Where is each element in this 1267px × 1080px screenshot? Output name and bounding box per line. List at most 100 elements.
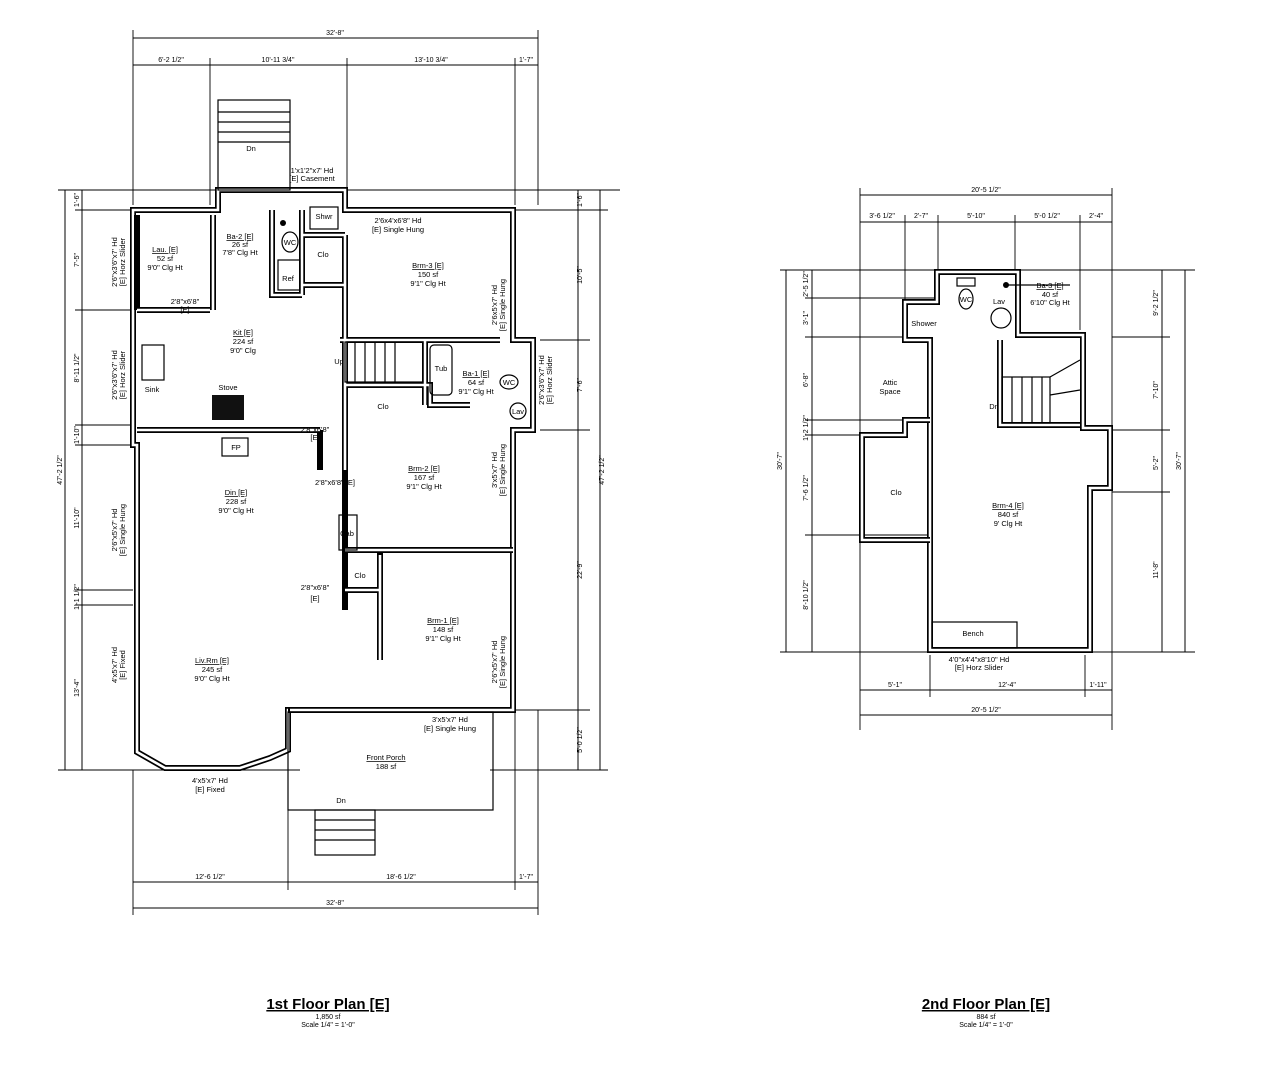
window-label: 4'x5'x7' Hd [110,647,119,683]
dim-top-seg: 3'-6 1/2" [869,213,895,220]
room-ceiling: 9'0" Clg [230,346,256,355]
dim-bottom-seg: 1'-7" [519,874,533,881]
dim-bottom-overall: 32'-8" [326,900,344,907]
dim-right-seg: 7'-6" [577,378,584,392]
window-label: [E] Horz Slider [118,237,127,286]
fixture-label: Tub [435,364,448,373]
toilet-tank [956,277,976,287]
room-name: Ba-3 [E] [1036,281,1063,290]
room-area: 840 sf [998,510,1019,519]
room-area: 224 sf [233,337,254,346]
dim-top-seg: 6'-2 1/2" [158,57,184,64]
floor-drain [280,220,286,226]
room-ceiling: 9'0" Clg Ht [218,506,254,515]
window-label: 3'x5'x7' Hd [432,715,468,724]
window-label: [E] Single Hung [498,444,507,496]
cabinet [338,514,358,551]
toilet [958,288,974,310]
room-area: 148 sf [433,625,454,634]
fixture-label: Clo [354,571,365,580]
dim-left-overall: 47'-2 1/2" [57,455,64,485]
dim-left-seg: 13'-4" [74,679,81,697]
dim-right-overall: 30'-7" [1176,452,1183,470]
dim-top-overall: 20'-5 1/2" [971,187,1001,194]
window-label: [E] Single Hung [118,504,127,556]
door-label: 2'8"x6'8" [301,425,330,434]
door-label: 2'8"x6'8" [E] [315,478,355,487]
dim-right-seg: 9'-2 1/2" [1153,290,1160,316]
fixture-label: Sink [145,385,160,394]
room-ceiling: 9'1" Clg Ht [410,279,446,288]
dim-right-seg: 1'-6" [577,193,584,207]
window-label: [E] Single Hung [424,724,476,733]
second-floor-area: 884 sf [976,1014,995,1021]
room-label: Attic [883,378,898,387]
dim-right-overall: 47'-2 1/2" [599,455,606,485]
second-floor-stair [1001,359,1081,424]
room-ceiling: 9'1" Clg Ht [406,482,442,491]
sink [141,344,165,381]
dim-top-seg: 2'-4" [1089,213,1103,220]
fixture-label: Lav [993,297,1005,306]
window-label: 2'6"x3'6"x7' Hd [537,355,546,405]
window-label: 2'6"x5'x7' Hd [110,509,119,552]
dim-left-overall: 30'-7" [777,452,784,470]
lavatory [509,402,527,420]
fixture-label: Clo [317,250,328,259]
window-label: 2'6x5'x7' Hd [490,285,499,325]
window-label: [E] Fixed [195,785,225,794]
room-area: 40 sf [1042,290,1059,299]
room-label: Clo [890,488,901,497]
window-label: [E] Single Hung [372,225,424,234]
rear-stair-outline [217,99,291,191]
dim-top-seg: 13'-10 3/4" [414,57,448,64]
room-area: 150 sf [418,270,439,279]
fixture-label: Shower [911,319,937,328]
room-name: Brm-4 [E] [992,501,1024,510]
room-name: Ba-1 [E] [462,369,489,378]
dim-right-seg: 7'-10" [1153,381,1160,399]
dim-top-overall: 32'-8" [326,30,344,37]
room-name: Brm-2 [E] [408,464,440,473]
room-ceiling: 7'8" Clg Ht [222,248,258,257]
refrigerator [277,259,301,291]
tub [429,344,453,396]
first-floor-scale: Scale 1/4" = 1'-0" [301,1022,355,1029]
stair-label: Dn [246,144,256,153]
dim-right-seg: 22'-9" [577,561,584,579]
fixture-label: Stove [218,383,237,392]
fixture-label: WC [960,295,973,304]
dim-top-seg: 5'-0 1/2" [1034,213,1060,220]
room-area: 26 sf [232,240,249,249]
fixture-label: Bench [962,629,983,638]
room-area: 64 sf [468,378,485,387]
shower-stall [309,206,339,230]
room-area: 188 sf [376,762,397,771]
dim-left-seg: 1'-10" [74,426,81,444]
fixture-label: FP [231,443,241,452]
second-floor-plan: 20'-5 1/2" 3'-6 1/2" 2'-7" 5'-10" 5'-0 1… [777,187,1195,730]
second-floor-dimensions: 20'-5 1/2" 3'-6 1/2" 2'-7" 5'-10" 5'-0 1… [777,187,1195,730]
stair-label: Dn [989,402,999,411]
stair-label: Dn [336,796,346,805]
dim-top-seg: 5'-10" [967,213,985,220]
plan-titles: 1st Floor Plan [E] 1,850 sf Scale 1/4" =… [266,996,1050,1029]
first-floor-area: 1,850 sf [316,1014,341,1021]
front-stair-treads [314,809,376,856]
window-label: 1'x1'2"x7' Hd [291,166,334,175]
interior-stair-treads [344,341,424,383]
stove [212,395,244,420]
window-label: 2'6"x3'6"x7' Hd [110,237,119,287]
fireplace [221,437,249,457]
second-floor-title: 2nd Floor Plan [E] [922,996,1050,1013]
dim-right-seg: 5'-0 1/2" [577,727,584,753]
room-area: 167 sf [414,473,435,482]
floor-drain [1003,282,1009,288]
room-ceiling: 9'1" Clg Ht [458,387,494,396]
dim-right-seg: 10'-5" [577,266,584,284]
door-label: [E] [180,305,189,314]
window-label: 4'0"x4'4"x8'10" Hd [949,655,1010,664]
dim-top-seg: 2'-7" [914,213,928,220]
bench [931,621,1018,649]
